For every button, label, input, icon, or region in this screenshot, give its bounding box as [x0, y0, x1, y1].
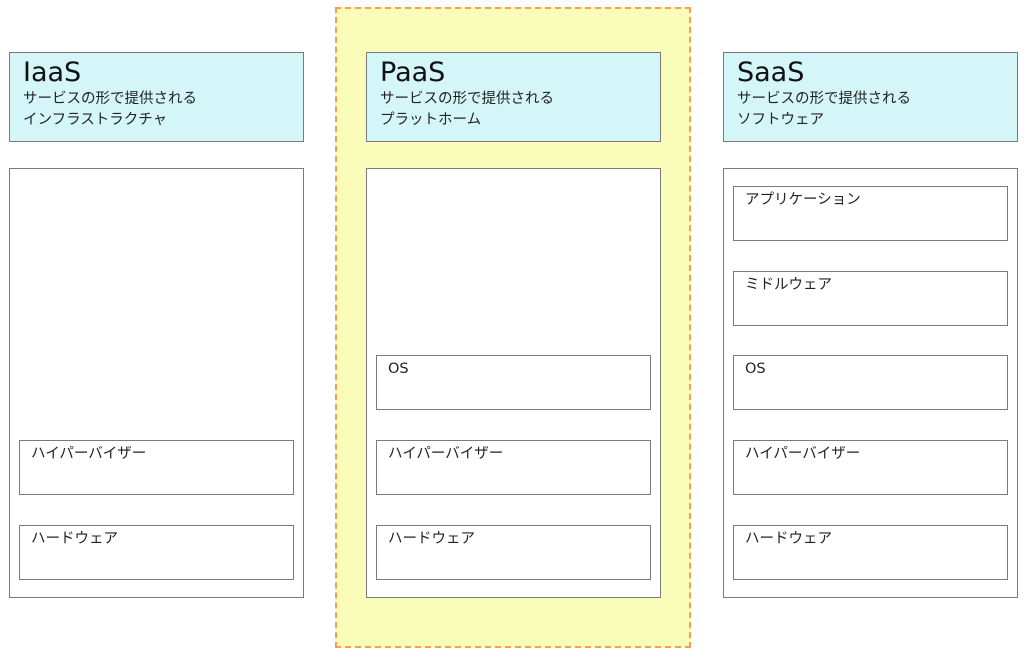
saas-layer-application: アプリケーション: [733, 186, 1008, 241]
paas-layer-hardware: ハードウェア: [376, 525, 651, 580]
saas-layer-hypervisor: ハイパーバイザー: [733, 440, 1008, 495]
saas-stack: アプリケーション ミドルウェア OS ハイパーバイザー ハードウェア: [723, 168, 1018, 598]
saas-title: SaaS: [737, 57, 805, 88]
iaas-layer-hardware: ハードウェア: [19, 525, 294, 580]
saas-header: SaaS サービスの形で提供される ソフトウェア: [723, 52, 1018, 142]
iaas-header: IaaS サービスの形で提供される インフラストラクチャ: [9, 52, 304, 142]
iaas-stack: ハイパーバイザー ハードウェア: [9, 168, 304, 598]
iaas-layer-hypervisor: ハイパーバイザー: [19, 440, 294, 495]
paas-stack: OS ハイパーバイザー ハードウェア: [366, 168, 661, 598]
iaas-subtitle-line2: インフラストラクチャ: [23, 112, 168, 128]
paas-subtitle-line1: サービスの形で提供される: [380, 91, 554, 107]
iaas-title: IaaS: [23, 57, 82, 88]
iaas-subtitle-line1: サービスの形で提供される: [23, 91, 197, 107]
saas-layer-os: OS: [733, 355, 1008, 410]
saas-layer-hardware: ハードウェア: [733, 525, 1008, 580]
paas-layer-hypervisor: ハイパーバイザー: [376, 440, 651, 495]
saas-layer-middleware: ミドルウェア: [733, 271, 1008, 326]
paas-layer-os: OS: [376, 355, 651, 410]
saas-subtitle-line2: ソフトウェア: [737, 112, 824, 128]
paas-subtitle-line2: プラットホーム: [380, 112, 482, 128]
paas-header: PaaS サービスの形で提供される プラットホーム: [366, 52, 661, 142]
saas-subtitle-line1: サービスの形で提供される: [737, 91, 911, 107]
paas-title: PaaS: [380, 57, 446, 88]
